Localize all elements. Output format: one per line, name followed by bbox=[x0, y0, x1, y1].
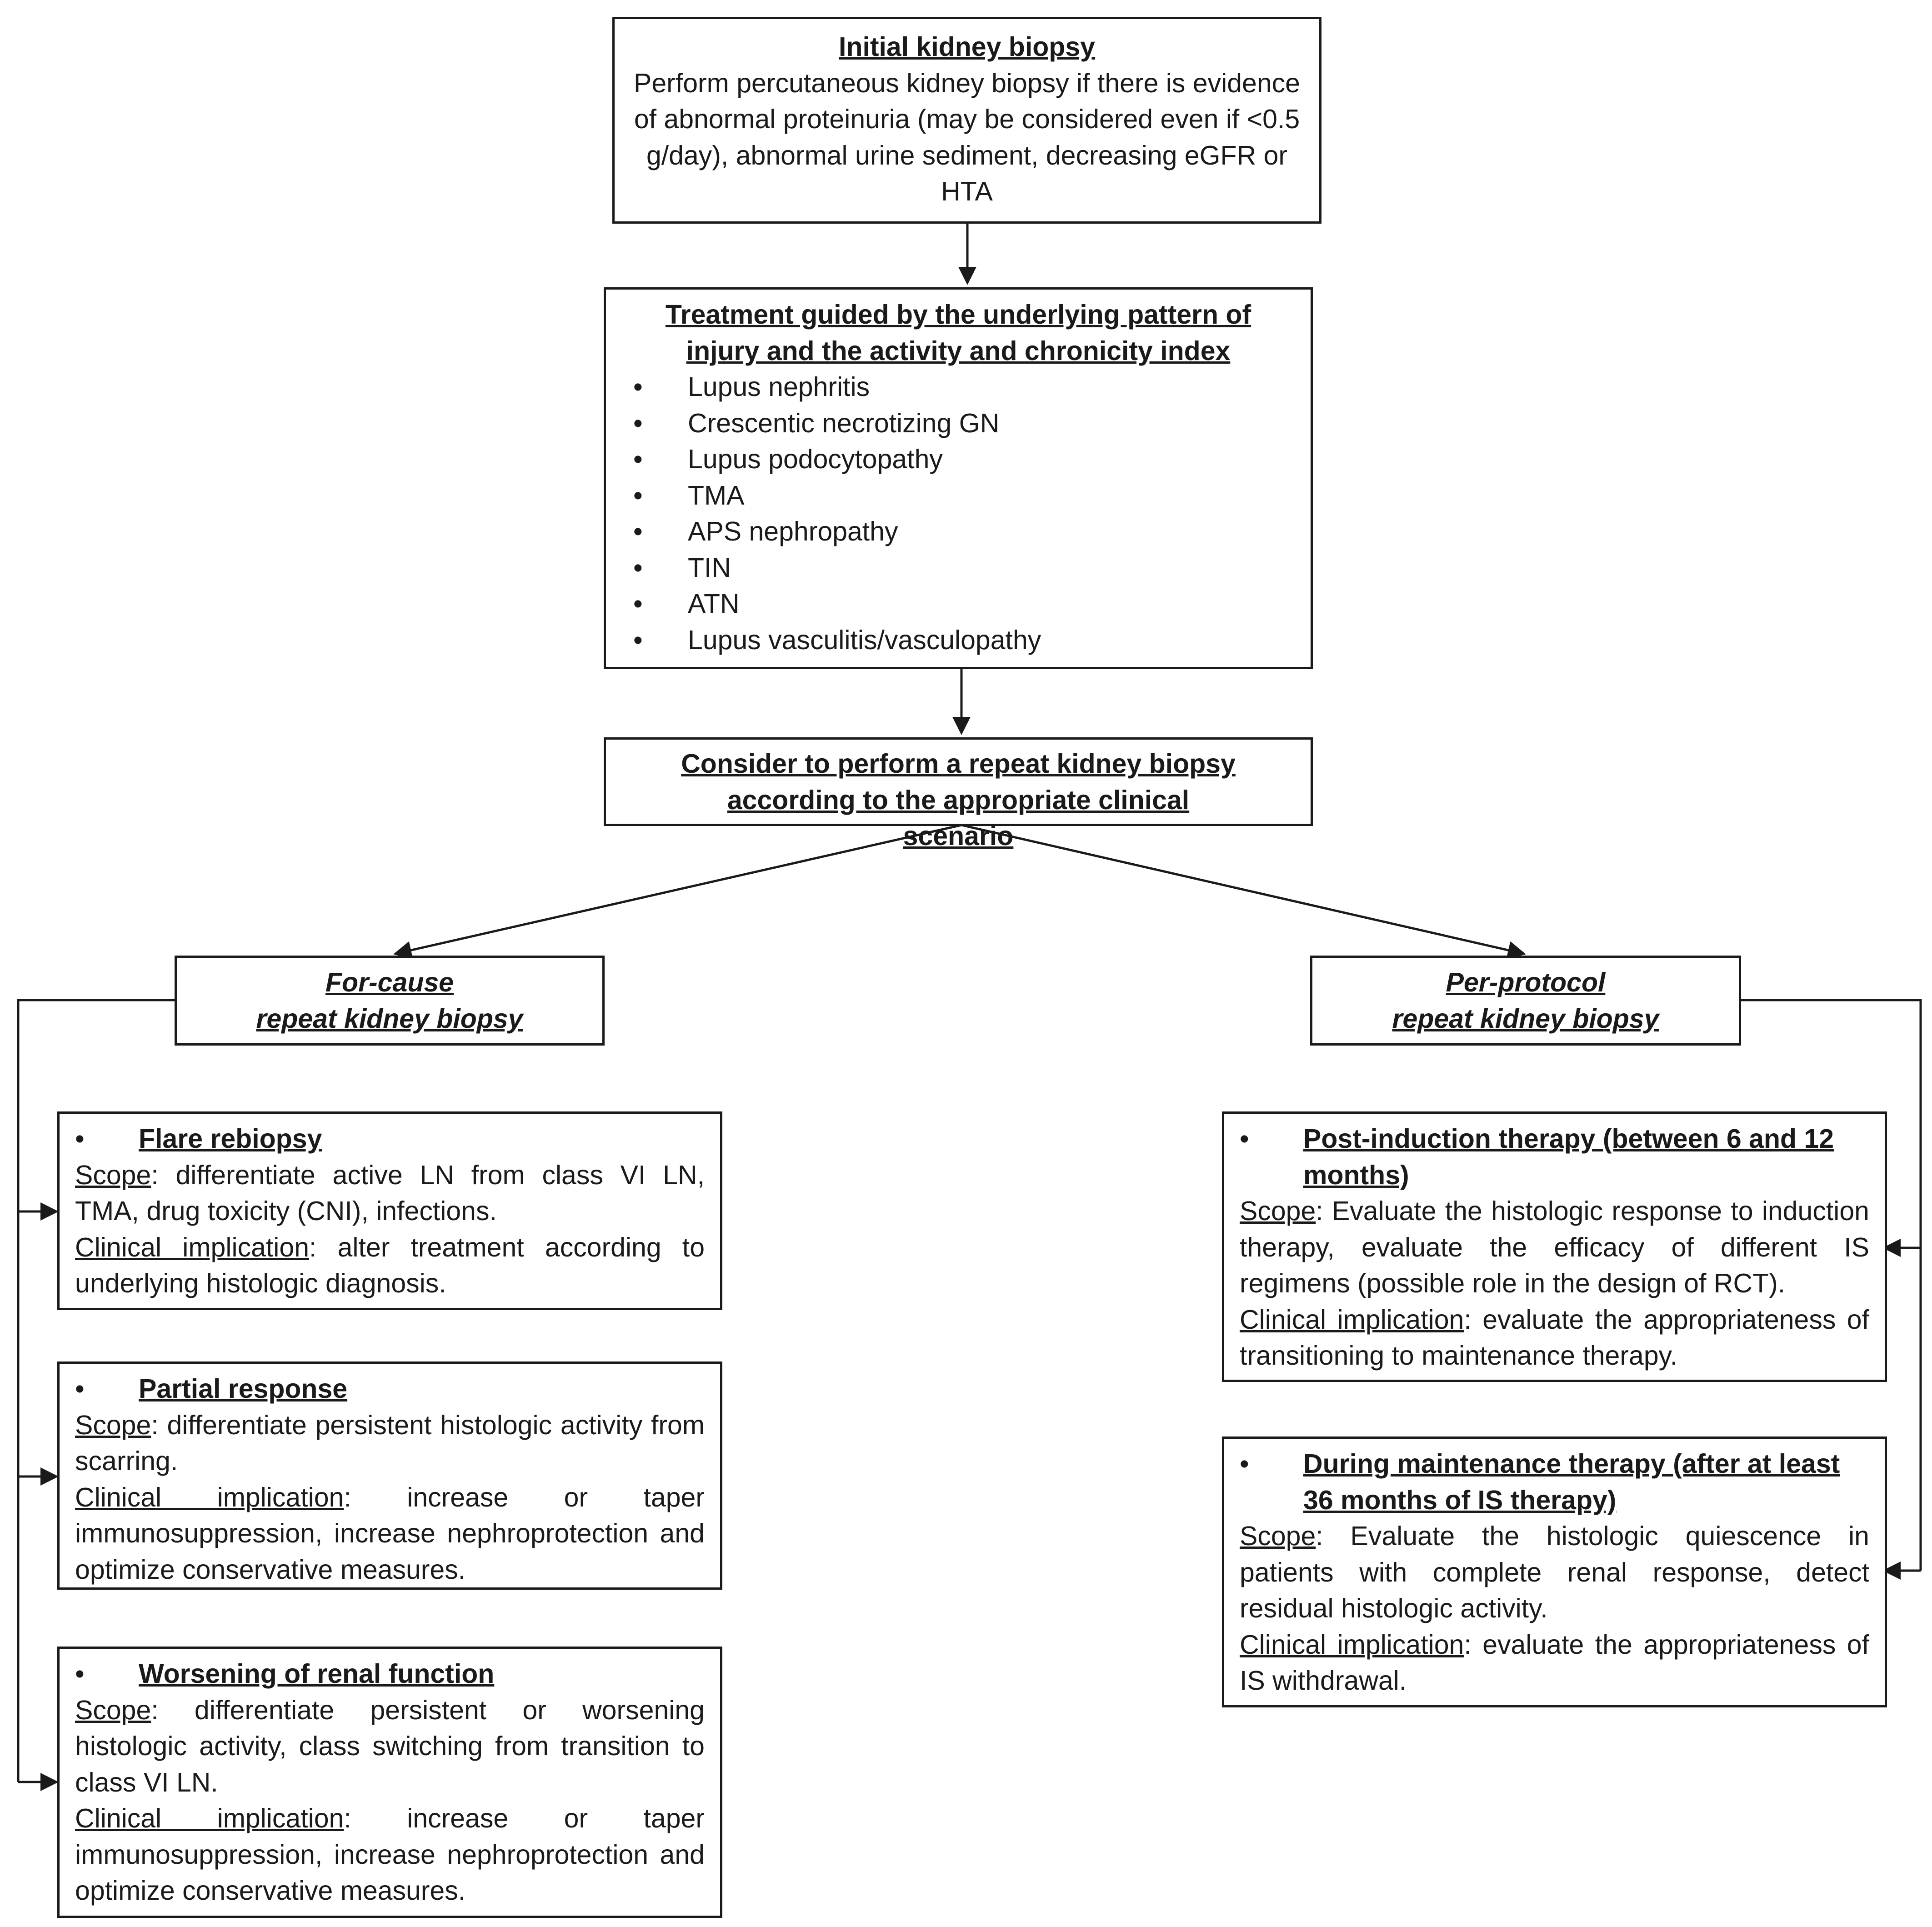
implication-text: : increase or taper immunosuppression, i… bbox=[75, 1803, 705, 1906]
scope-line: Scope: Evaluate the histologic response … bbox=[1240, 1193, 1869, 1302]
scope-label: Scope bbox=[75, 1695, 151, 1725]
implication-text: : evaluate the appropriateness of IS wit… bbox=[1240, 1629, 1869, 1696]
implication-line: Clinical implication: increase or taper … bbox=[75, 1480, 705, 1588]
scope-line: Scope: differentiate active LN from clas… bbox=[75, 1157, 705, 1230]
per-protocol-box: Per-protocol repeat kidney biopsy bbox=[1310, 956, 1741, 1046]
list-item: APS nephropathy bbox=[606, 514, 1292, 550]
consider-repeat-biopsy-box: Consider to perform a repeat kidney biop… bbox=[604, 737, 1313, 851]
maintenance-therapy-box: • During maintenance therapy (after at l… bbox=[1222, 1436, 1887, 1707]
scope-text: : differentiate persistent histologic ac… bbox=[75, 1410, 705, 1477]
list-item: Lupus podocytopathy bbox=[606, 441, 1292, 478]
partial-response-heading: Partial response bbox=[139, 1374, 348, 1404]
implication-line: Clinical implication: evaluate the appro… bbox=[1240, 1302, 1869, 1374]
implication-label: Clinical implication bbox=[1240, 1304, 1464, 1335]
implication-label: Clinical implication bbox=[1240, 1629, 1464, 1660]
scenario-heading: • Worsening of renal function bbox=[75, 1656, 705, 1692]
scenario-heading: • Partial response bbox=[75, 1371, 705, 1407]
scenario-heading: • During maintenance therapy (after at l… bbox=[1240, 1446, 1869, 1518]
implication-text: : increase or taper immunosuppression, i… bbox=[75, 1482, 705, 1585]
scope-label: Scope bbox=[75, 1160, 151, 1190]
list-item: Crescentic necrotizing GN bbox=[606, 405, 1292, 442]
scope-text: : Evaluate the histologic response to in… bbox=[1240, 1196, 1869, 1298]
initial-biopsy-title: Initial kidney biopsy bbox=[839, 32, 1095, 62]
list-item: Lupus vasculitis/vasculopathy bbox=[606, 622, 1292, 659]
scope-line: Scope: differentiate persistent histolog… bbox=[75, 1407, 705, 1480]
implication-line: Clinical implication: increase or taper … bbox=[75, 1801, 705, 1909]
implication-line: Clinical implication: evaluate the appro… bbox=[1240, 1627, 1869, 1699]
per-protocol-title-line2: repeat kidney biopsy bbox=[1392, 1003, 1659, 1034]
post-induction-heading: Post-induction therapy (between 6 and 12… bbox=[1303, 1124, 1834, 1190]
consider-repeat-biopsy-title: Consider to perform a repeat kidney biop… bbox=[681, 749, 1236, 851]
bullet-icon: • bbox=[75, 1374, 85, 1404]
treatment-title: Treatment guided by the underlying patte… bbox=[665, 300, 1251, 366]
initial-biopsy-text: Perform percutaneous kidney biopsy if th… bbox=[634, 68, 1300, 207]
implication-text: : evaluate the appropriateness of transi… bbox=[1240, 1304, 1869, 1371]
for-cause-box: For-cause repeat kidney biopsy bbox=[175, 956, 605, 1046]
maintenance-therapy-heading: During maintenance therapy (after at lea… bbox=[1303, 1449, 1840, 1515]
scope-text: : Evaluate the histologic quiescence in … bbox=[1240, 1521, 1869, 1623]
worsening-renal-function-box: • Worsening of renal function Scope: dif… bbox=[57, 1647, 722, 1918]
bullet-icon: • bbox=[75, 1124, 85, 1154]
partial-response-box: • Partial response Scope: differentiate … bbox=[57, 1361, 722, 1590]
scope-text: : differentiate active LN from class VI … bbox=[75, 1160, 705, 1226]
scope-text: : differentiate persistent or worsening … bbox=[75, 1695, 705, 1797]
scope-line: Scope: Evaluate the histologic quiescenc… bbox=[1240, 1518, 1869, 1627]
initial-biopsy-box: Initial kidney biopsy Perform percutaneo… bbox=[612, 17, 1321, 224]
implication-text: : alter treatment according to underlyin… bbox=[75, 1232, 705, 1299]
treatment-box: Treatment guided by the underlying patte… bbox=[604, 287, 1313, 669]
scope-label: Scope bbox=[1240, 1196, 1316, 1226]
scenario-heading: • Flare rebiopsy bbox=[75, 1121, 705, 1157]
bullet-icon: • bbox=[1240, 1124, 1249, 1154]
flare-rebiopsy-box: • Flare rebiopsy Scope: differentiate ac… bbox=[57, 1111, 722, 1310]
injury-pattern-list: Lupus nephritis Crescentic necrotizing G… bbox=[606, 369, 1292, 658]
list-item: TMA bbox=[606, 478, 1292, 514]
per-protocol-title-line1: Per-protocol bbox=[1446, 967, 1606, 997]
for-cause-title-line1: For-cause bbox=[325, 967, 454, 997]
scope-label: Scope bbox=[75, 1410, 151, 1440]
scope-line: Scope: differentiate persistent or worse… bbox=[75, 1692, 705, 1801]
list-item: ATN bbox=[606, 586, 1292, 622]
list-item: TIN bbox=[606, 550, 1292, 586]
implication-line: Clinical implication: alter treatment ac… bbox=[75, 1230, 705, 1302]
for-cause-title-line2: repeat kidney biopsy bbox=[256, 1003, 523, 1034]
scenario-heading: • Post-induction therapy (between 6 and … bbox=[1240, 1121, 1869, 1193]
implication-label: Clinical implication bbox=[75, 1232, 310, 1262]
implication-label: Clinical implication bbox=[75, 1803, 344, 1833]
worsening-renal-function-heading: Worsening of renal function bbox=[139, 1659, 495, 1689]
list-item: Lupus nephritis bbox=[606, 369, 1292, 405]
bullet-icon: • bbox=[75, 1659, 85, 1689]
implication-label: Clinical implication bbox=[75, 1482, 344, 1512]
scope-label: Scope bbox=[1240, 1521, 1316, 1551]
post-induction-box: • Post-induction therapy (between 6 and … bbox=[1222, 1111, 1887, 1382]
bullet-icon: • bbox=[1240, 1449, 1249, 1479]
flare-rebiopsy-heading: Flare rebiopsy bbox=[139, 1124, 322, 1154]
